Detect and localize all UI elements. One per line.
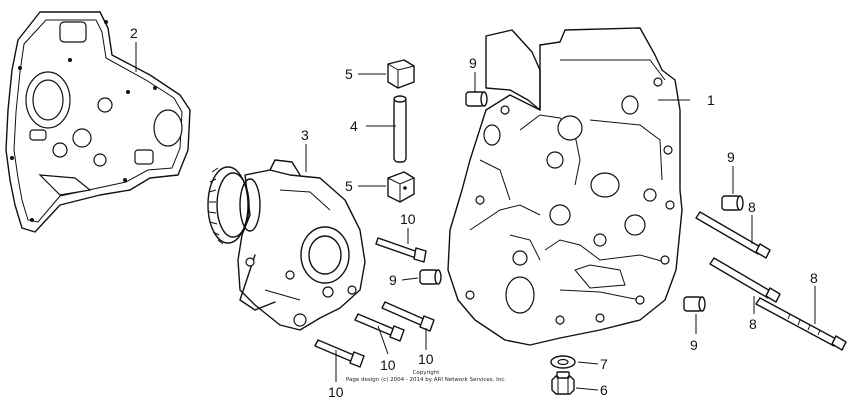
long-bolt-part-2[interactable] [709,257,781,303]
callout-4: 4 [350,118,358,134]
callout-9-top: 9 [469,55,477,71]
leader-lines [135,42,816,391]
callout-9-right-upper: 9 [727,149,735,165]
callout-10-middle-left: 10 [380,357,396,373]
callout-8-lower: 8 [749,316,757,332]
callout-6: 6 [600,382,608,398]
flange-bolt-part-4[interactable] [314,339,365,368]
flange-bolt-part-2[interactable] [381,301,435,332]
dowel-bush-part-middle[interactable] [419,269,442,285]
callout-3: 3 [301,127,309,143]
copyright-line-2: Page design (c) 2004 - 2014 by ARI Netwo… [346,377,506,383]
callout-8-upper: 8 [748,199,756,215]
crankcase-cover-part[interactable] [207,159,366,331]
gasket-part[interactable] [5,11,191,233]
dowel-pin-part[interactable] [393,95,407,163]
long-bolt-part-1[interactable] [695,211,771,259]
dowel-bush-part-right-upper[interactable] [721,195,744,211]
callout-10-middle-right: 10 [418,351,434,367]
callout-9-right-lower: 9 [690,337,698,353]
callout-1: 1 [707,92,715,108]
washer-part[interactable] [550,355,576,369]
callout-9-middle: 9 [389,272,397,288]
long-bolt-part-3[interactable] [755,297,847,351]
callout-7: 7 [600,356,608,372]
dowel-bush-part-top[interactable] [465,91,488,107]
callout-2: 2 [130,25,138,41]
callout-5-upper: 5 [345,66,353,82]
callout-10-upper: 10 [400,211,416,227]
callout-10-lower: 10 [328,384,344,400]
flange-bolt-part-3[interactable] [354,313,405,342]
dowel-bush-part-right-lower[interactable] [683,296,706,312]
callout-5-lower: 5 [345,178,353,194]
callouts: 1 2 3 4 5 5 6 7 8 8 8 9 9 9 9 10 10 10 1… [130,25,818,400]
flange-bolt-part-1[interactable] [375,237,427,263]
drain-plug-part[interactable] [551,371,575,395]
block-part-lower[interactable] [387,171,415,203]
callout-8-right: 8 [810,270,818,286]
copyright-line-1: Copyright [413,370,441,376]
crankcase-part[interactable] [447,27,683,346]
copyright-notice: Copyright Page design (c) 2004 - 2014 by… [346,370,506,383]
block-part-upper[interactable] [387,59,415,89]
